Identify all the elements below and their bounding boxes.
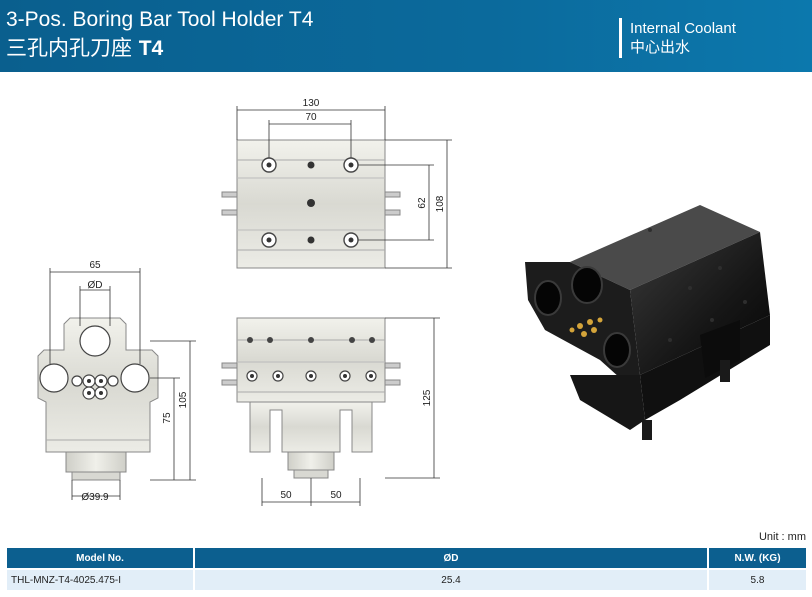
table-header-row: Model No. ØD N.W. (KG) (7, 548, 806, 568)
dim-50-right: 50 (330, 490, 342, 501)
side-view-body (236, 317, 386, 403)
product-3d-render (525, 205, 770, 440)
col-model: Model No. (7, 548, 193, 568)
table-row: THL-MNZ-T4-4025.475-I 25.4 5.8 (7, 570, 806, 590)
dim-50-left: 50 (280, 490, 292, 501)
technical-drawing: 130 70 108 62 (37, 98, 770, 506)
dim-75: 75 (162, 412, 173, 424)
spec-table: Model No. ØD N.W. (KG) THL-MNZ-T4-4025.4… (5, 546, 808, 592)
coolant-english: Internal Coolant (630, 20, 736, 37)
header-banner: 3-Pos. Boring Bar Tool Holder T4 三孔内孔刀座 … (0, 0, 812, 72)
cell-weight: 5.8 (709, 570, 806, 590)
dim-62: 62 (417, 197, 428, 209)
dim-130: 130 (303, 98, 320, 109)
title-chinese: 三孔内孔刀座 T4 (6, 34, 163, 63)
dim-shank: Ø39.9 (81, 492, 109, 503)
unit-label: Unit : mm (758, 531, 806, 543)
cell-model: THL-MNZ-T4-4025.475-I (7, 570, 193, 590)
dim-65: 65 (89, 260, 101, 271)
side-view: 125 50 50 (221, 317, 440, 506)
dim-bore: ØD (88, 280, 103, 291)
cell-bore: 25.4 (195, 570, 707, 590)
title-english: 3-Pos. Boring Bar Tool Holder T4 (6, 8, 314, 31)
front-view: 65 ØD 105 75 Ø39.9 (37, 260, 196, 503)
title-code: T4 (138, 37, 164, 60)
dim-105: 105 (178, 391, 189, 408)
dim-108: 108 (435, 195, 446, 212)
header-divider (619, 18, 622, 58)
col-weight: N.W. (KG) (709, 548, 806, 568)
col-bore: ØD (195, 548, 707, 568)
dim-125: 125 (422, 389, 433, 406)
title-chinese-text: 三孔内孔刀座 (6, 36, 132, 60)
dim-70: 70 (305, 112, 317, 123)
coolant-chinese: 中心出水 (630, 38, 691, 56)
top-view: 130 70 108 62 (221, 98, 452, 269)
